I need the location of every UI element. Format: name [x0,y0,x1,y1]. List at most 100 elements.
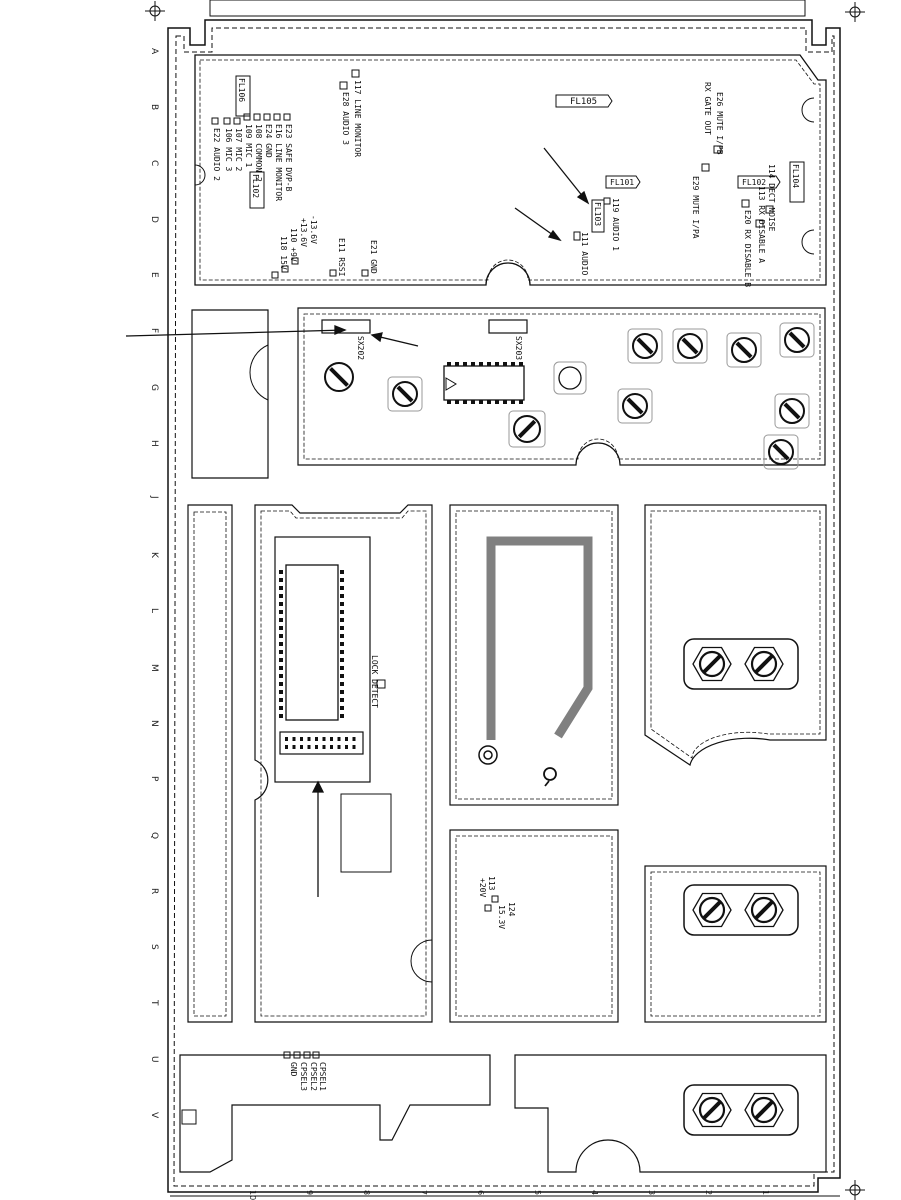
fl101-label: FL101 [610,178,634,187]
crystal-holder [683,638,799,690]
column-number: 7 [419,1190,428,1195]
pin-label: E16 LINE MONITOR [274,124,283,201]
crystal-holder [683,884,799,936]
pin-label: E11 RSSI [337,238,346,277]
pin-label: 106 MIC 3 [224,128,233,172]
adjustment-screw [774,393,810,429]
adjustment-screw [672,328,708,364]
row-letter: F [149,328,159,333]
right-top-pin-labels: E26 MUTE I/PB RX GATE OUT E29 MUTE I/PA … [573,82,776,287]
pin-label: E28 AUDIO 3 [341,92,350,145]
sx203-label: SX203 [514,336,523,360]
vco-trace [478,536,593,787]
row-letter: U [149,1056,159,1063]
line-monitor-labels: 117 LINE MONITOR E28 AUDIO 3 [339,69,362,157]
adjustment-screws [324,322,815,470]
adjustment-screw [387,376,423,412]
bottom-right-section [514,1054,827,1173]
pin-label: +13.6V [299,218,308,247]
supply-pin-labels: -13.6V +13.6V 110 +9V 118 15V E11 RSSI E… [271,215,378,279]
pointer-arrows-middle [125,325,419,347]
filter-fl102-left: FL102 [249,171,265,209]
crystal-holder [683,1084,799,1136]
pin-label: 15.3V [497,905,506,929]
row-letter: K [149,552,159,559]
row-letter: B [149,104,159,110]
column-number: 5 [533,1190,542,1195]
lock-detect-label: LOCK DETECT [370,655,379,708]
row-letter: A [149,48,159,55]
column-number: 9 [305,1190,314,1195]
top-section [194,54,827,286]
pin-label: 110 +9V [289,228,298,262]
pin-label: E24 GND [264,124,273,158]
pin-label: 109 MIC 1 [244,124,253,168]
adjustment-screw [627,328,663,364]
fl102-left-label: FL102 [251,174,260,198]
pin-label: E20 RX DISABLE B [743,210,752,287]
pin-label: 124 [507,902,516,917]
lock-detect-pad: LOCK DETECT [370,655,386,708]
bottom-pin-labels: CPSEL1 CPSEL2 CPSEL3 GND [283,1051,327,1091]
row-letter: D [149,216,159,223]
filter-fl101: FL101 [605,175,641,189]
pin-label: E26 MUTE I/PB [715,92,724,155]
row-letter: V [149,1112,159,1119]
pin-label: GND [289,1062,298,1077]
row-letter: L [149,608,159,613]
filter-fl105: FL105 [555,94,613,108]
row-letter: C [149,160,159,166]
row-letter: T [149,999,159,1006]
dip-ic-middle [443,362,525,404]
sx203-component: SX203 [488,319,528,360]
row-letter: P [149,776,159,782]
pin-label: 108 COMMON 2 [254,124,263,182]
synth-module [274,536,392,873]
column-number: 4 [590,1190,599,1195]
pin-label: 114 DECT NOISE [767,164,776,232]
registration-mark-top-left [145,1,165,21]
right-middle-section [644,865,827,1023]
pin-label: +20V [478,878,487,897]
filter-fl103: FL103 [591,199,605,233]
fl102-right-label: FL102 [742,178,766,187]
adjustment-screw [779,322,815,358]
bottom-left-section [179,1054,491,1173]
fl103-label: FL103 [593,202,602,226]
row-letter: R [149,888,159,894]
adjustment-screw [763,434,799,470]
adjustment-screw [617,388,653,424]
lower-middle-section [449,829,619,1023]
adjustment-screw [324,362,354,392]
row-letter: J [149,495,159,499]
row-letter: Q [149,832,159,839]
row-letter: H [149,440,159,447]
fl106-label: FL106 [237,78,246,102]
pin-label: CPSEL3 [299,1062,308,1091]
column-number: 3 [647,1190,656,1195]
row-letter: M [149,664,159,672]
middle-left-pocket [191,309,269,479]
pointer-arrows-top [514,147,590,242]
pin-label: 117 LINE MONITOR [353,80,362,157]
vco-section [449,504,619,806]
lower-left-strip [187,504,233,1023]
pin-label: -13.6V [309,215,318,244]
pin-label: E21 GND [369,240,378,274]
row-letter: S [149,944,159,950]
pin-label: CPSEL1 [318,1062,327,1091]
pointer-arrow-bottom [311,780,325,897]
pin-label: 107 MIC 2 [234,128,243,172]
column-number: 6 [476,1190,485,1195]
filter-fl102-right: FL102 [737,175,781,189]
registration-mark-top-right [845,2,865,22]
fl104-label: FL104 [791,164,800,188]
lower-middle-labels: 124 15.3V 113 +20V [478,876,516,929]
row-letter: G [149,384,159,391]
top-connector-tab [209,0,806,17]
top-left-pin-labels: E23 SAFE DVP-B E16 LINE MONITOR E24 GND … [211,113,293,201]
adjustment-screw [508,410,546,448]
